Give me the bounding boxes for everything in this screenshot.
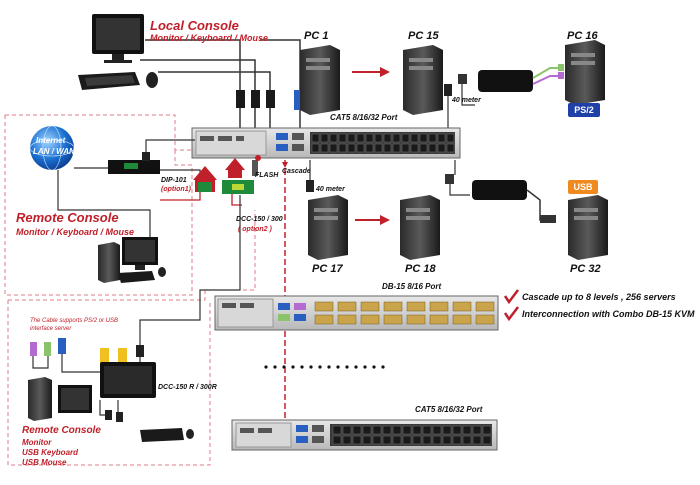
cable-note-line2: interface server (30, 326, 72, 332)
ellipsis-dots (264, 365, 385, 369)
remote2-keyboard-icon (140, 428, 184, 442)
cascade-label: Cascade (282, 168, 311, 175)
pc15-tower-icon (403, 45, 443, 115)
arrow-pc1-pc15 (352, 67, 390, 77)
remote2-usb-connectors (105, 410, 123, 422)
cable-note-line1: The Cable supports PS/2 or USB (30, 318, 119, 324)
remote2-tower-icon (28, 377, 52, 421)
db15-switch (214, 295, 499, 331)
arrow-pc17-pc18 (355, 215, 390, 225)
local-monitor-icon (92, 14, 144, 63)
pc17-connector (306, 180, 314, 192)
dip101-device-icon (108, 152, 160, 174)
local-keyboard-icon (78, 72, 140, 90)
usb-badge: USB (568, 180, 598, 194)
dcc150-name: DCC-150 / 300 (236, 216, 283, 223)
remote-console-2-line2: USB Keyboard (22, 448, 79, 457)
local-console-subtitle: Monitor / Keyboard / Mouse (150, 33, 269, 43)
remote-console-1-subtitle: Monitor / Keyboard / Mouse (16, 227, 135, 237)
remote2-mouse-icon (186, 429, 194, 439)
internet-label: Internet (36, 136, 66, 145)
pc17-label: PC 17 (312, 263, 343, 275)
dcc150-link (231, 194, 242, 206)
pc1-tower-icon (300, 45, 340, 115)
pc17-tower-icon (308, 195, 348, 260)
pc18-rj45 (445, 174, 454, 184)
pc15-cat5-cable (447, 80, 475, 128)
remote2-monitor-icon (58, 385, 92, 413)
pc18-label: PC 18 (405, 263, 436, 275)
main-switch-label: CAT5 8/16/32 Port (330, 113, 398, 122)
dip101-option: (option1) (161, 186, 191, 193)
check-icon-1 (503, 289, 519, 305)
meter-mid-label: 40 meter (316, 186, 345, 193)
pc1-label: PC 1 (304, 30, 329, 42)
pc16-tower-icon (565, 40, 605, 105)
dcc-remote-cable (139, 195, 241, 350)
meter-top-label: 40 meter (452, 97, 481, 104)
feature-cascade: Cascade up to 8 levels , 256 servers (522, 292, 676, 302)
internet-globe-icon (29, 125, 75, 171)
pc15-rj45 (458, 74, 467, 84)
pc18-tower-icon (400, 195, 440, 260)
remote1-keyboard-icon (118, 271, 155, 283)
db15-switch-label: DB-15 8/16 Port (382, 282, 442, 291)
bottom-cat5-switch (231, 419, 498, 451)
local-mouse-icon (146, 72, 158, 88)
dip101-red-block (193, 166, 217, 192)
main-cat5-switch (191, 127, 461, 159)
check-icon-2 (503, 306, 519, 322)
dip101-name: DIP-101 (161, 177, 187, 184)
local-console-title: Local Console (150, 18, 239, 33)
pc16-label: PC 16 (567, 30, 598, 42)
dip101-link (160, 192, 201, 201)
local-connectors (236, 90, 306, 128)
remote-console-2-line3: USB Mouse (22, 458, 67, 467)
pc15-connector (444, 84, 452, 96)
flash-label: FLASH (255, 172, 279, 179)
feature-db15: Interconnection with Combo DB-15 KVM (522, 309, 695, 319)
remote2-connectors (30, 338, 144, 364)
remote-console-1-title: Remote Console (16, 210, 119, 225)
lan-wan-label: LAN / WAN (33, 147, 75, 156)
local-cables (140, 39, 301, 90)
dcc150-option: ( option2 ) (238, 226, 272, 233)
ps2-badge: PS/2 (568, 103, 600, 117)
remote1-tower-icon (98, 242, 120, 283)
dcc150r-device-icon (100, 362, 156, 398)
pc32-tower-icon (568, 195, 608, 260)
remote-console-2-title: Remote Console (22, 425, 101, 436)
pc18-adapter-cable (449, 184, 470, 196)
adapter-dongle-ps2-icon (478, 64, 564, 92)
pc32-label: PC 32 (570, 263, 601, 275)
dcc150-device-icon (222, 155, 261, 194)
bottom-switch-label: CAT5 8/16/32 Port (415, 405, 483, 414)
remote-console-2-line1: Monitor (22, 438, 52, 447)
adapter-dongle-usb-icon (472, 180, 556, 223)
dcc150r-label: DCC-150 R / 300R (158, 384, 217, 391)
remote1-monitor-icon (122, 237, 158, 270)
pc15-label: PC 15 (408, 30, 439, 42)
remote1-mouse-icon (158, 267, 166, 277)
